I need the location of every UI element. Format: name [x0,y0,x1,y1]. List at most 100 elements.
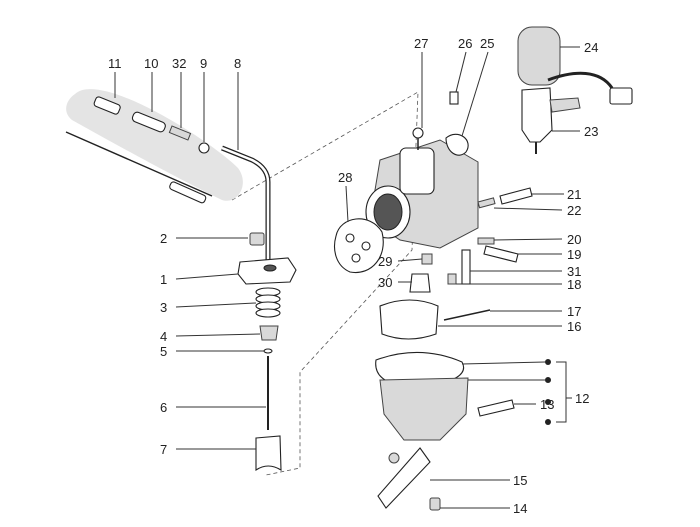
choke-bracket [549,97,581,113]
label-30: 30 [378,275,392,290]
choke-body-23 [521,87,553,143]
cable-tube-8-inner [221,146,270,268]
needle-holder-4 [259,325,279,341]
bracket-12 [545,359,572,425]
label-14: 14 [513,501,527,516]
cable-sleeve-shadow [66,89,243,201]
drain-tube-15 [377,447,431,509]
label-28: 28 [338,170,352,185]
assembly-guide-dashed [231,91,419,476]
leader-22 [493,207,563,211]
slide-column-group [237,232,297,472]
mixture-screw-19 [483,245,519,263]
cable-adjuster-11 [93,96,121,115]
label-2: 2 [160,231,167,246]
screw-26 [449,91,459,105]
label-25: 25 [480,36,494,51]
clip-28-hole-a [345,233,355,243]
emulsion-tube-31 [461,249,471,285]
gasket-25 [445,133,469,156]
spring-22 [477,197,496,209]
choke-wire [547,71,614,89]
label-32: 32 [172,56,186,71]
label-13: 13 [540,397,554,412]
label-5: 5 [160,344,167,359]
label-31: 31 [567,264,581,279]
throttle-slide-7 [255,435,282,472]
intake-bore-inner [373,193,403,231]
adjuster-screw-10 [131,111,166,133]
top-cap-1-hole [263,264,277,272]
fuel-inlet-27 [412,127,424,139]
nut-9 [198,142,210,154]
label-6: 6 [160,400,167,415]
leader-1 [175,273,239,280]
label-9: 9 [200,56,207,71]
label-27: 27 [414,36,428,51]
label-1: 1 [160,272,167,287]
screw-14 [429,497,441,511]
cable-ferrule [169,181,207,204]
bowl-screw-left [388,452,400,464]
return-spring-3 [255,287,281,318]
bracket-dot-a [545,359,551,365]
leader-4 [175,333,261,337]
label-23: 23 [584,124,598,139]
label-19: 19 [567,247,581,262]
drain-screw-13 [477,399,515,417]
label-15: 15 [513,473,527,488]
float-bowl-12 [379,377,469,441]
leader-26 [455,51,467,93]
throttle-cable [65,131,213,197]
label-4: 4 [160,329,167,344]
leader-20 [493,238,563,241]
leader-12a [461,361,546,365]
label-21: 21 [567,187,581,202]
label-12: 12 [575,391,589,406]
label-18: 18 [567,277,581,292]
lower-parts-group [333,218,515,511]
label-7: 7 [160,442,167,457]
label-3: 3 [160,300,167,315]
choke-connector [609,87,633,105]
needle-jet-30 [409,273,431,293]
label-8: 8 [234,56,241,71]
leader-lines [114,46,580,509]
clip-28-hole-b [361,241,371,251]
leader-3 [175,302,257,308]
bracket-line [556,361,572,423]
choke-cap-24 [517,26,561,86]
label-26: 26 [458,36,472,51]
label-11: 11 [108,56,122,71]
slide-chamber [399,147,435,195]
leader-28 [345,185,349,223]
jet-18 [447,273,457,285]
callout-labels: 11 10 32 9 8 2 1 3 4 5 6 7 27 26 25 24 2… [108,36,598,516]
label-10: 10 [144,56,158,71]
cap-screw-2 [249,232,265,246]
jet-29 [421,253,433,265]
spring-20 [477,237,495,245]
leader-29 [397,258,423,262]
bracket-dot-b [545,377,551,383]
label-17: 17 [567,304,581,319]
float-pin-17 [443,309,491,321]
leader-25 [461,51,489,137]
spring-32 [168,125,192,141]
electric-choke-group [517,26,633,154]
carburetor-body-group [365,91,533,263]
label-24: 24 [584,40,598,55]
float-16 [379,299,439,340]
clip-28-hole-c [351,253,361,263]
idle-screw-21 [499,187,533,205]
bracket-dot-d [545,419,551,425]
clip-28 [333,218,384,274]
label-20: 20 [567,232,581,247]
throttle-cable-group [65,89,271,268]
clip-5 [263,348,273,354]
bracket-dot-c [545,399,551,405]
label-16: 16 [567,319,581,334]
label-22: 22 [567,203,581,218]
